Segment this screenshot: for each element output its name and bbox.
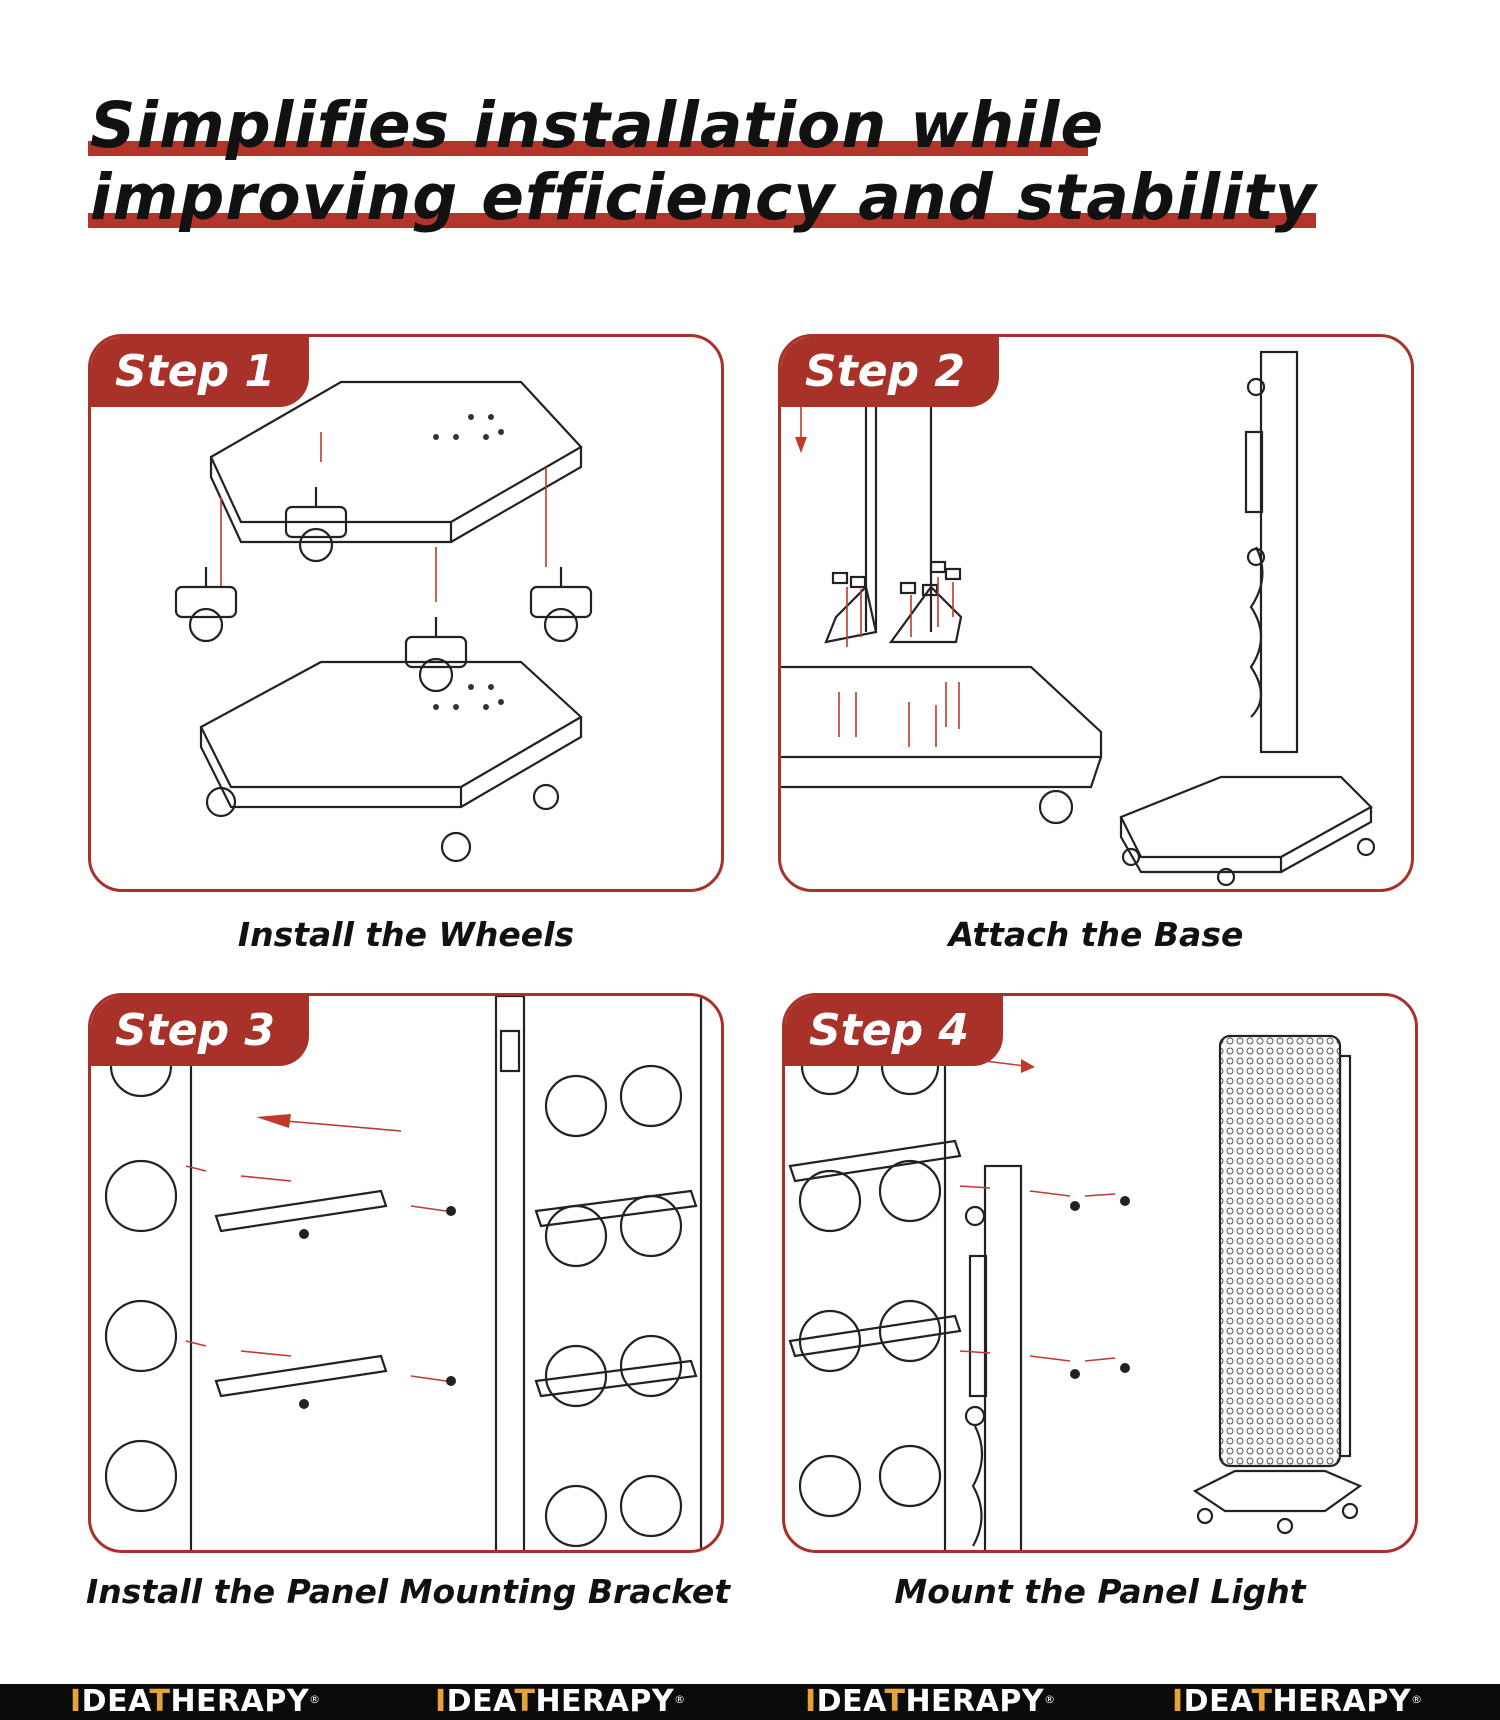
base-illustration [781,350,1376,887]
step-4-tab: Step 4 [785,996,1003,1066]
step-2-caption: Attach the Base [948,915,1244,954]
headline: Simplifies installation while improving … [88,89,1420,234]
headline-line-1: Simplifies installation while [88,89,1105,162]
step-2-tab: Step 2 [781,337,999,407]
brand-footer: IDEATHERAPY® IDEATHERAPY® IDEATHERAPY® I… [0,1684,1500,1720]
brand-logo-4: IDEATHERAPY® [1172,1684,1423,1719]
step-4-card: Step 4 [782,993,1418,1553]
step-3-card: Step 3 [88,993,724,1553]
wheels-illustration [174,380,593,863]
bracket-illustration [104,996,703,1550]
brand-logo-1: IDEATHERAPY® [70,1684,321,1719]
headline-line-2: improving efficiency and stability [88,161,1317,234]
step-4-caption: Mount the Panel Light [894,1572,1306,1611]
brand-logo-2: IDEATHERAPY® [435,1684,686,1719]
step-1-card: Step 1 [88,334,724,892]
brand-logo-3: IDEATHERAPY® [805,1684,1056,1719]
step-1-caption: Install the Wheels [237,915,575,954]
step-1-tab: Step 1 [91,337,309,407]
step-2-card: Step 2 [778,334,1414,892]
step-3-tab: Step 3 [91,996,309,1066]
step-3-caption: Install the Panel Mounting Bracket [85,1572,731,1611]
panel-light-illustration [788,1034,1363,1550]
